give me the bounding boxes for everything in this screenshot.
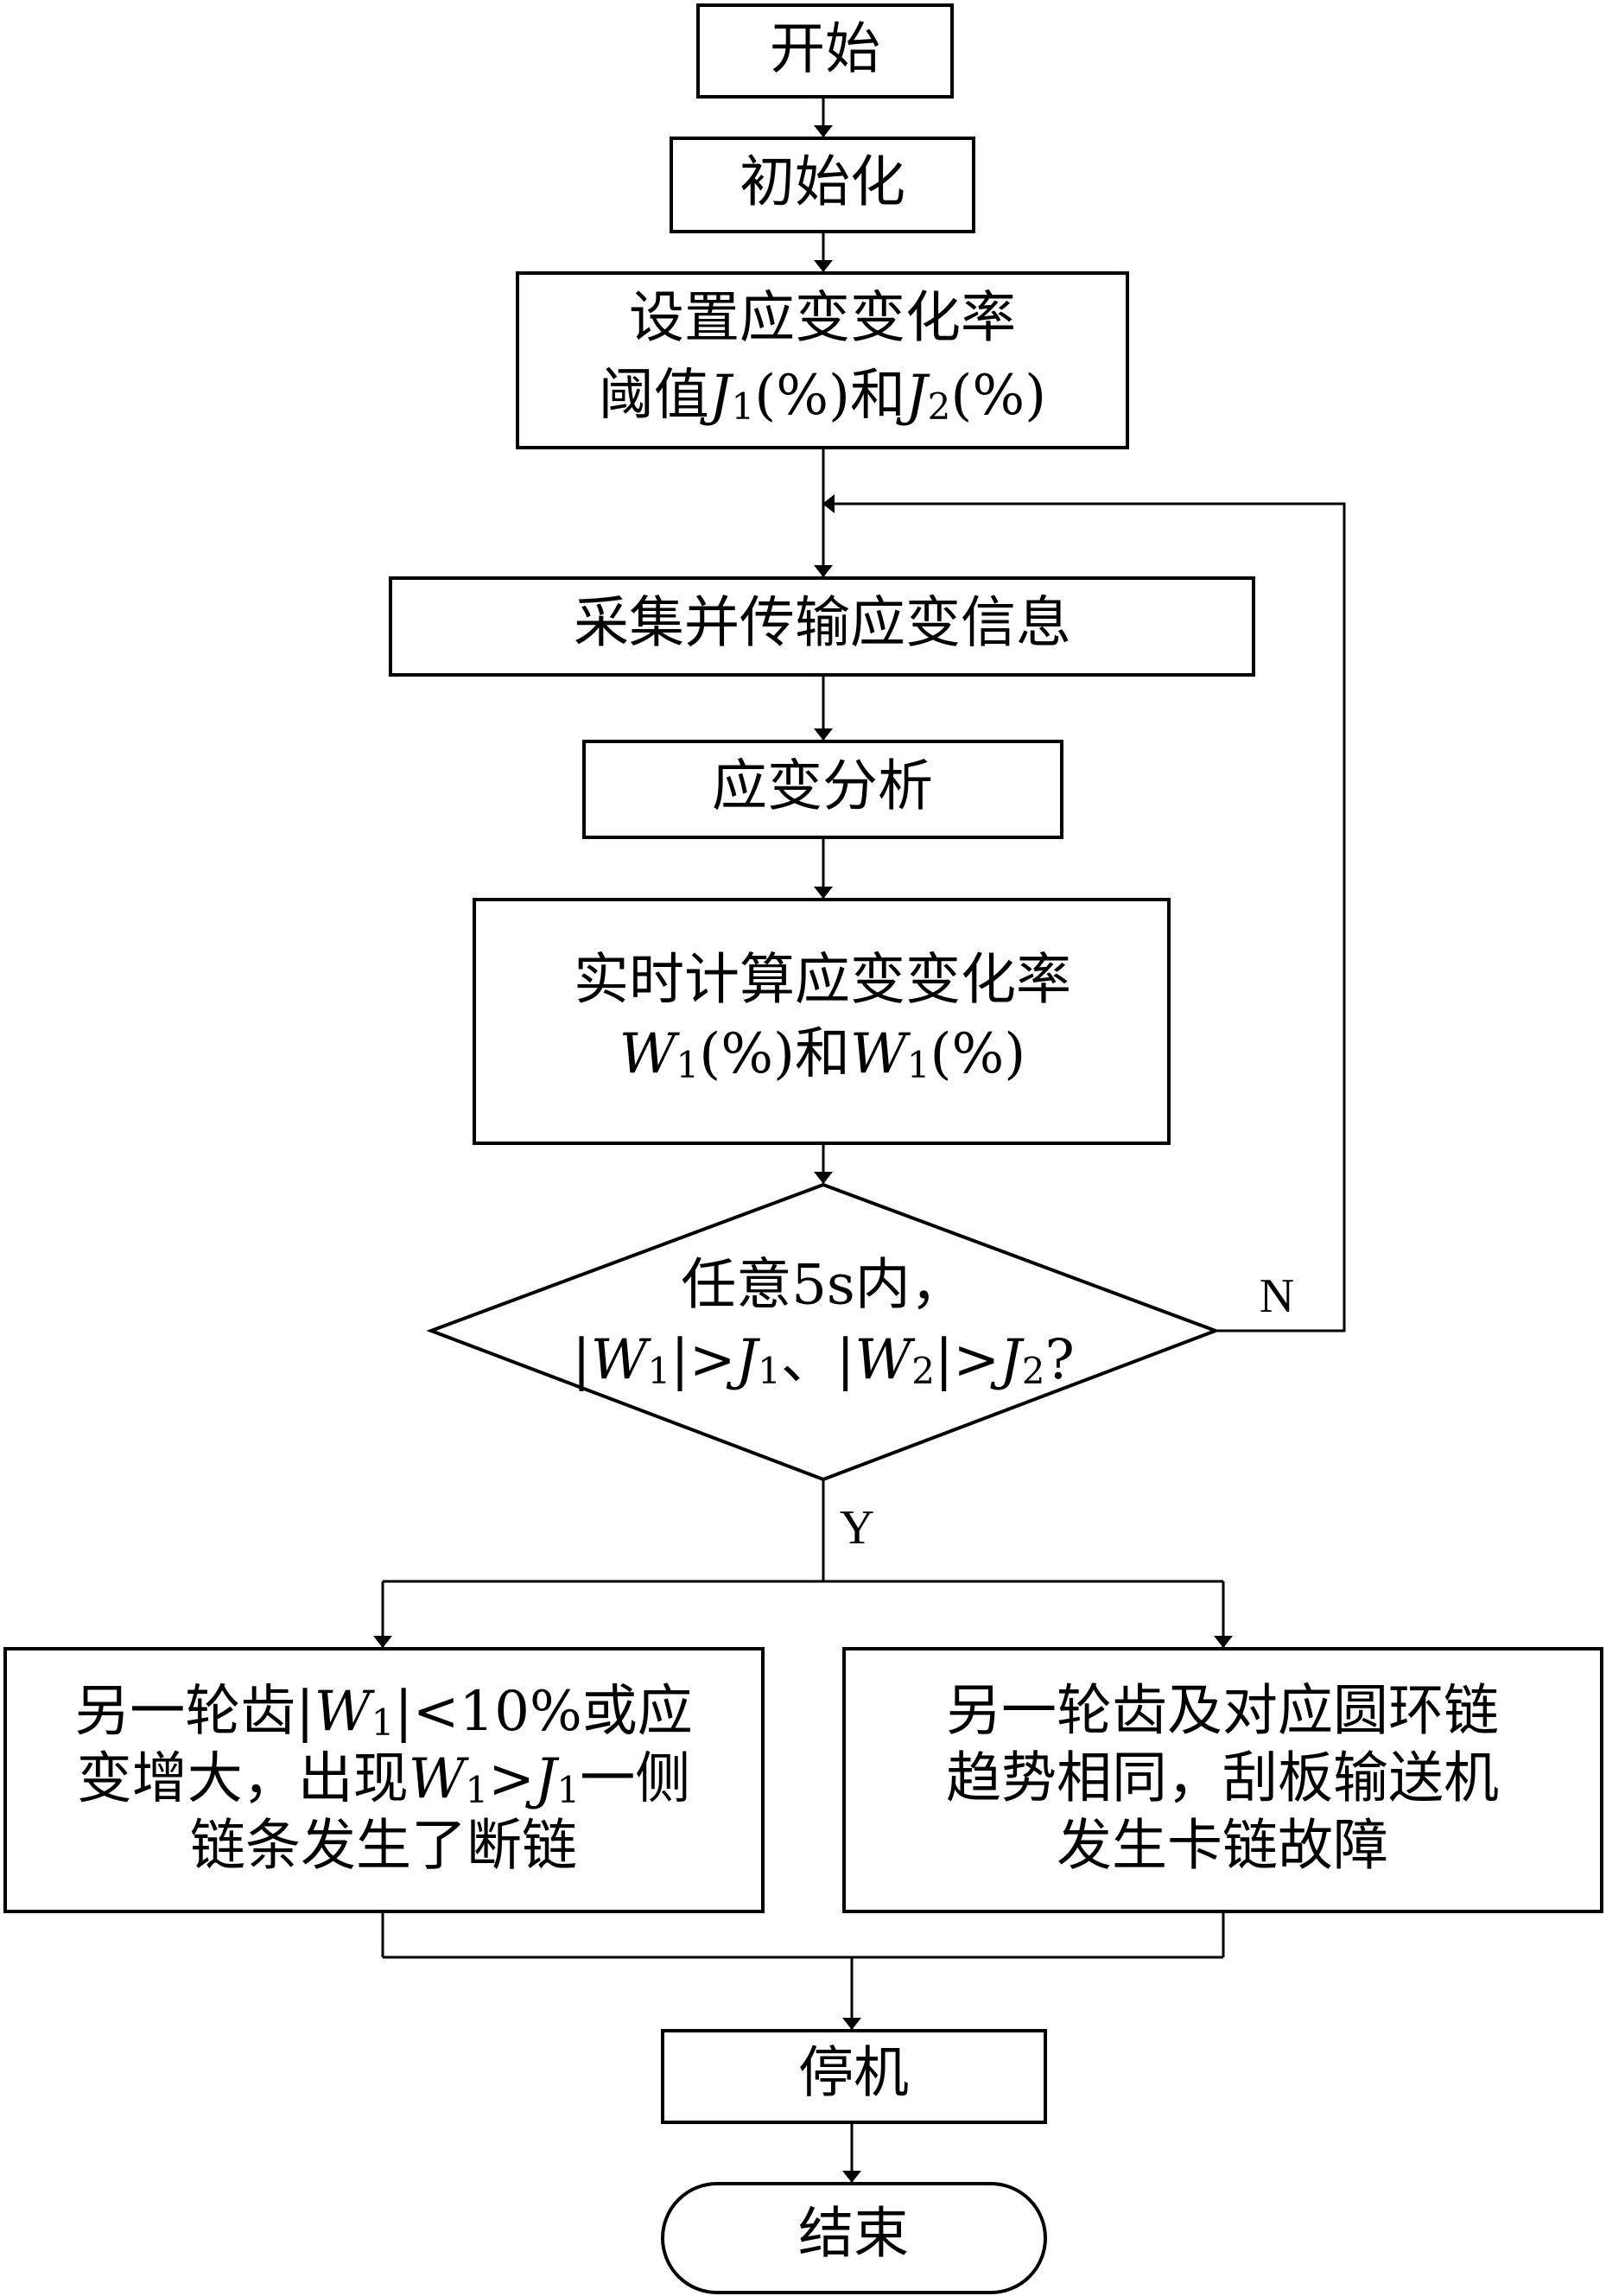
- start-label: 开始: [770, 18, 880, 82]
- collect-label: 采集并传输应变信息: [574, 592, 1071, 656]
- compute-node: 实时计算应变变化率 W1(%)和W1(%): [473, 898, 1171, 1145]
- analysis-label: 应变分析: [712, 755, 933, 819]
- compute-box: [473, 898, 1171, 1145]
- end-node: 结束: [661, 2182, 1047, 2294]
- break-result-line1: 另一轮齿|W1|<10%或应: [74, 1680, 693, 1745]
- compute-line1: 实时计算应变变化率: [574, 949, 1071, 1013]
- loop-no-path: [822, 494, 1346, 1332]
- decision-line1: 任意5s内，: [681, 1254, 966, 1318]
- analysis-node: 应变分析: [582, 740, 1063, 839]
- stop-box: [661, 2029, 1047, 2124]
- init-box: [670, 137, 975, 233]
- break-result-line3: 链条发生了断链: [190, 1815, 577, 1879]
- threshold-box: [516, 271, 1129, 449]
- jam-result-box: [842, 1647, 1603, 1913]
- init-label: 初始化: [740, 151, 905, 215]
- init-node: 初始化: [670, 137, 975, 233]
- end-terminator: [661, 2182, 1047, 2294]
- collect-node: 采集并传输应变信息: [389, 576, 1255, 677]
- jam-result-line1: 另一轮齿及对应圆环链: [946, 1680, 1499, 1744]
- stop-label: 停机: [798, 2042, 909, 2106]
- connectors: [373, 97, 1346, 2183]
- start-box: [696, 3, 954, 99]
- jam-result-node: 另一轮齿及对应圆环链 趋势相同，刮板输送机 发生卡链故障: [842, 1647, 1603, 1913]
- label-yes: Y: [840, 1501, 874, 1555]
- compute-line2: W1(%)和W1(%): [619, 1022, 1026, 1087]
- threshold-line1: 设置应变变化率: [629, 287, 1016, 351]
- decision-node: 任意5s内， |W1|>J1、|W2|>J2?: [426, 1182, 1221, 1482]
- jam-result-line3: 发生卡链故障: [1057, 1815, 1388, 1879]
- break-result-line2: 变增大，出现W1>J1一侧: [77, 1747, 691, 1812]
- label-no: N: [1260, 1269, 1294, 1323]
- break-result-node: 另一轮齿|W1|<10%或应 变增大，出现W1>J1一侧 链条发生了断链: [3, 1647, 765, 1913]
- end-label: 结束: [798, 2203, 909, 2267]
- break-result-box: [3, 1647, 765, 1913]
- jam-result-line2: 趋势相同，刮板输送机: [946, 1747, 1499, 1811]
- collect-box: [389, 576, 1255, 677]
- threshold-line2: 阈值J1(%)和J2(%): [599, 364, 1046, 429]
- start-node: 开始: [696, 3, 954, 99]
- analysis-box: [582, 740, 1063, 839]
- decision-line2: |W1|>J1、|W2|>J2?: [572, 1328, 1075, 1393]
- decision-diamond: [426, 1182, 1221, 1482]
- stop-node: 停机: [661, 2029, 1047, 2124]
- threshold-node: 设置应变变化率 阈值J1(%)和J2(%): [516, 271, 1129, 449]
